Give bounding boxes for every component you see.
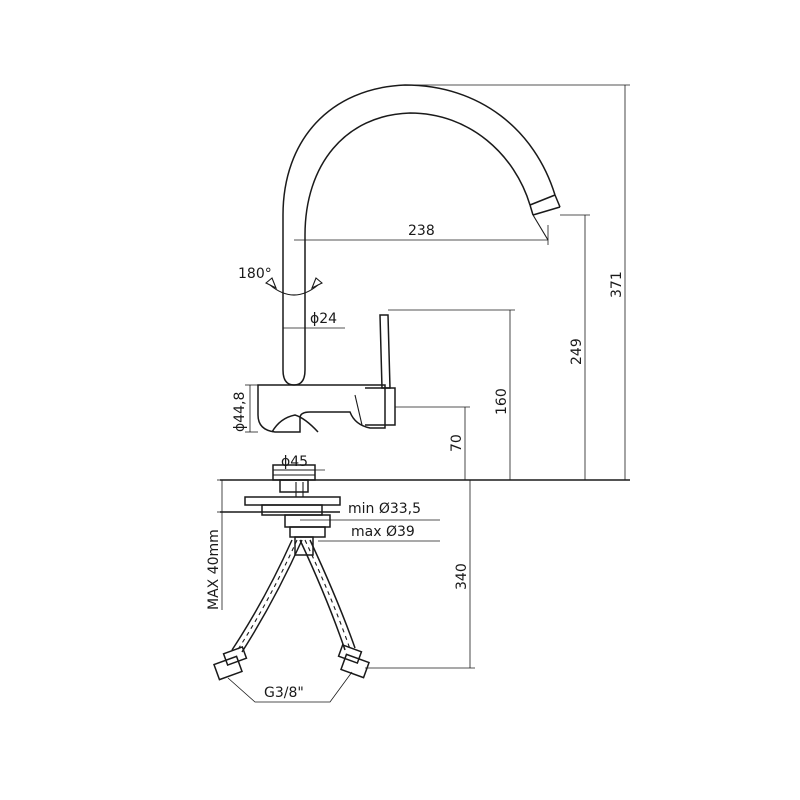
label-max-thickness: MAX 40mm (206, 529, 222, 610)
label-base-height: 70 (449, 434, 465, 452)
dimension-lines (217, 84, 630, 703)
countertop (220, 479, 630, 513)
dimension-labels: 238 180° ϕ24 ϕ44,8 ϕ45 160 70 249 371 mi… (206, 223, 625, 701)
label-lever-height: 160 (494, 388, 510, 415)
label-rotation: 180° (238, 266, 272, 282)
mounting-nut (244, 479, 341, 556)
label-body-diameter: ϕ44,8 (232, 392, 248, 432)
label-hose-thread: G3/8" (264, 685, 304, 701)
rotation-arrows (265, 277, 323, 296)
label-spout-reach: 238 (408, 223, 435, 239)
spout (282, 84, 561, 370)
label-hole-min: min Ø33,5 (348, 501, 421, 517)
label-outlet-height: 249 (569, 338, 585, 365)
label-total-height: 371 (609, 271, 625, 298)
mixer-body (257, 369, 386, 433)
label-spout-diameter: ϕ24 (310, 311, 337, 327)
label-hole-max: max Ø39 (351, 524, 415, 540)
flexible-hoses (213, 539, 370, 681)
label-base-diameter: ϕ45 (281, 454, 308, 470)
label-hose-length: 340 (454, 563, 470, 590)
lever-handle (354, 314, 396, 426)
